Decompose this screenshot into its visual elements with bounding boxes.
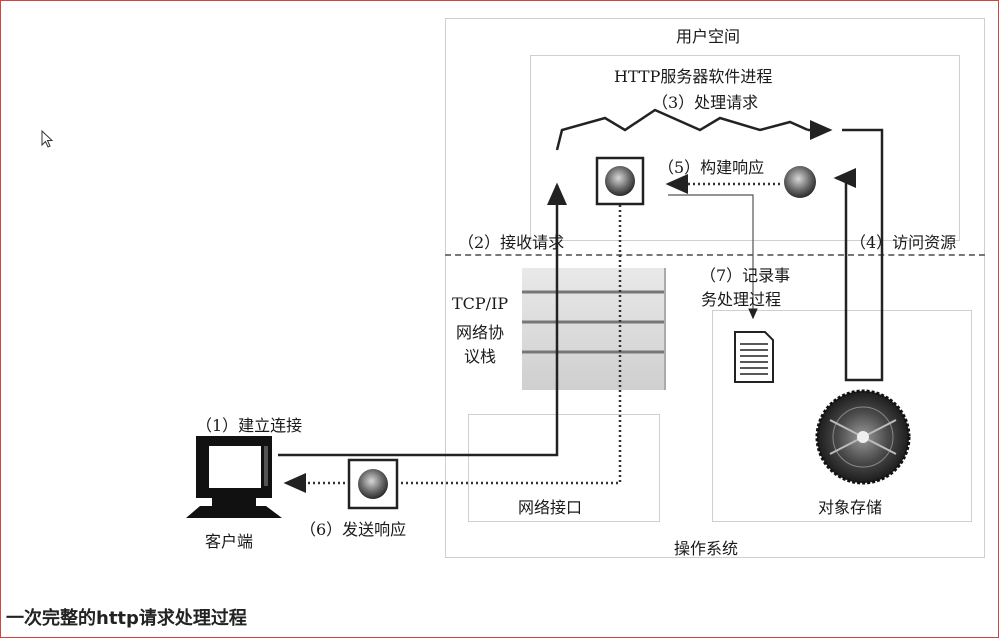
step2-label: （2）接收请求 — [458, 233, 565, 252]
server-process-label: HTTP服务器软件进程 — [614, 67, 773, 86]
user-space-label: 用户空间 — [676, 27, 741, 46]
step7-label-line1: （7）记录事 — [700, 266, 791, 285]
request-path — [278, 182, 567, 457]
object-storage-box — [712, 310, 972, 522]
figure-caption: 一次完整的http请求处理过程 — [6, 608, 247, 629]
network-interface-label: 网络接口 — [518, 498, 583, 517]
access-resource-path — [833, 128, 884, 382]
step1-label: （1）建立连接 — [196, 416, 303, 435]
operating-system-label: 操作系统 — [674, 539, 739, 558]
step5-label: （5）构建响应 — [658, 158, 765, 177]
resource-ball-icon — [784, 166, 816, 198]
response-message-icon — [595, 156, 645, 206]
tcpip-label-line1: TCP/IP — [452, 294, 509, 313]
tcpip-stack — [522, 268, 666, 390]
step4-label: （4）访问资源 — [850, 233, 957, 252]
step3-label: （3）处理请求 — [652, 93, 759, 112]
user-space-box — [445, 18, 985, 558]
step6-label: （6）发送响应 — [300, 520, 407, 539]
client-computer-icon — [186, 436, 282, 518]
client-label: 客户端 — [205, 532, 254, 551]
tcpip-label-line2: 网络协 — [456, 323, 505, 342]
kernel-user-divider — [445, 254, 985, 256]
storage-disk-icon — [815, 389, 911, 485]
log-document-icon — [734, 331, 774, 383]
step7-label-line2: 务处理过程 — [701, 290, 782, 309]
mouse-cursor-icon — [41, 130, 54, 148]
process-zigzag — [555, 108, 809, 151]
network-interface-box — [468, 414, 660, 522]
object-storage-label: 对象存储 — [818, 498, 883, 517]
server-process-box — [530, 55, 960, 241]
transit-message-icon — [347, 458, 399, 510]
tcpip-label-line3: 议栈 — [464, 347, 497, 366]
